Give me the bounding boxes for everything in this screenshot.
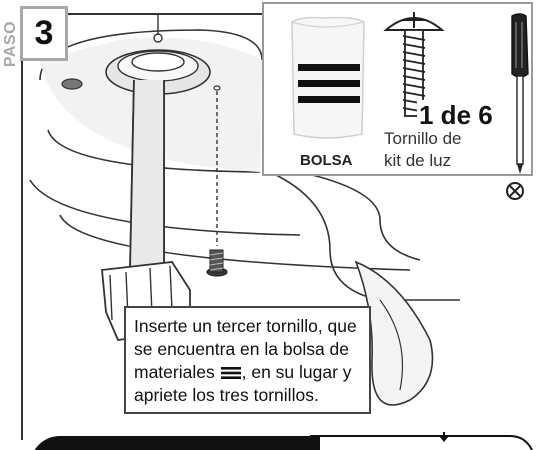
parts-callout: 1 de 6 Tornillo de kit de luz BOLSA — [262, 2, 533, 176]
part-name: Tornillo de kit de luz — [384, 128, 462, 172]
part-name-line1: Tornillo de — [384, 129, 462, 148]
instruction-line: apriete los tres tornillos. — [134, 385, 319, 405]
three-bars-icon — [298, 64, 360, 103]
three-bars-icon — [220, 367, 241, 379]
phillips-head-icon — [506, 182, 524, 200]
instruction-line3-start: materiales — [134, 362, 215, 382]
next-step-banner — [30, 436, 320, 450]
phillips-screwdriver-icon — [511, 13, 529, 174]
next-step-outline — [310, 432, 533, 450]
quantity-label: 1 de 6 — [417, 100, 495, 131]
bag-label: BOLSA — [300, 152, 353, 169]
screw-icon — [383, 12, 445, 117]
instruction-line: Inserte un tercer tornillo, que — [134, 316, 357, 336]
step-number: 3 — [20, 6, 68, 61]
instruction-line: se encuentra en la bolsa de — [134, 339, 350, 359]
part-name-line2: kit de luz — [384, 151, 452, 170]
instruction-line: materiales , en su lugar y — [134, 361, 361, 384]
instruction-line3-end: , en su lugar y — [241, 362, 352, 382]
hardware-bag-icon — [291, 16, 365, 139]
instruction-text-box: Inserte un tercer tornillo, que se encue… — [124, 306, 371, 414]
screw-illustration — [206, 249, 228, 277]
